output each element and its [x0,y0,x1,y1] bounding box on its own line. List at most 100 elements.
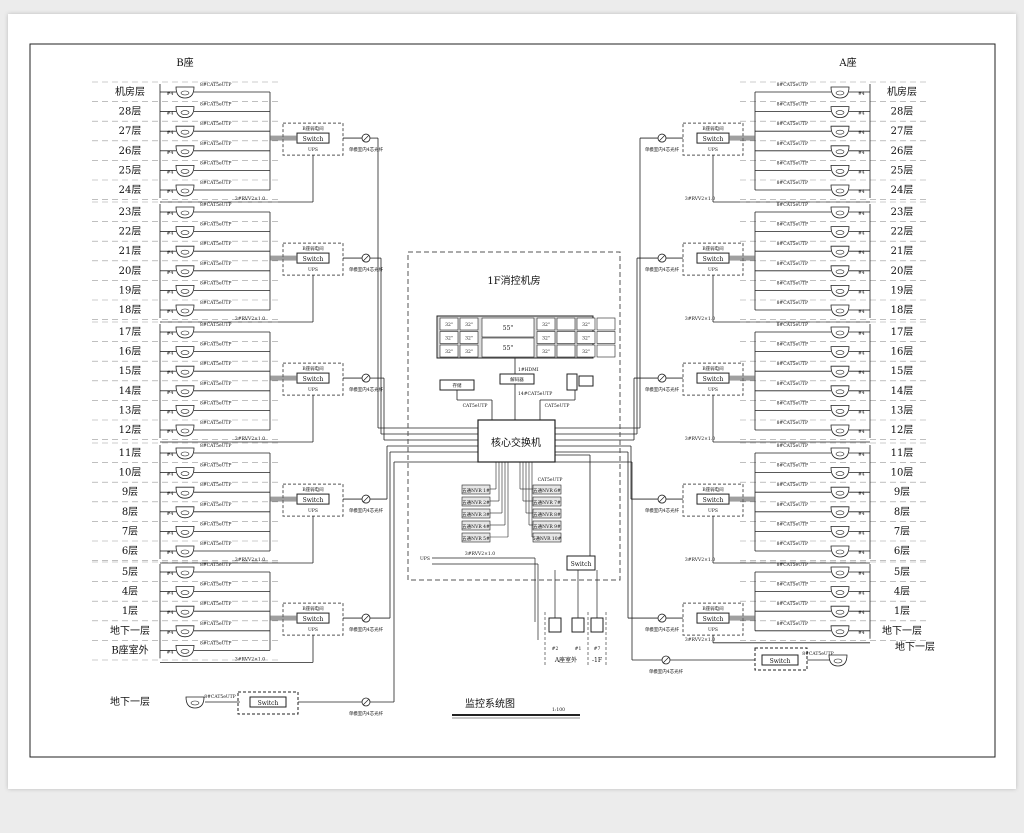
nvr-label: 五通NVR 9# [533,523,561,530]
camera-cable-label: 8#CAT5eUTP [777,541,808,547]
camera-cable-label: 8#CAT5eUTP [200,141,231,147]
dome-camera-icon [175,125,195,138]
floor-label: 21层 [119,245,142,257]
nvr-box [532,520,562,531]
floor-label: 19层 [119,284,142,296]
camera-id: #4 [167,289,174,295]
cabinet-label: B座弱电间 [302,605,324,612]
floor-label: 7层 [122,525,138,537]
floor-label: 4层 [894,586,910,598]
camera-cable-label: 8#CAT5eUTP [200,342,231,348]
dome-camera-icon [830,605,850,618]
camera-id: #4 [858,250,865,256]
building-b-title: B座 [176,56,193,69]
camera-id: #4 [167,530,174,536]
camera-cable-label: 8#CAT5eUTP [777,300,808,306]
camera-lens-icon [835,110,845,115]
switch-box [761,654,799,666]
camera-id: #4 [858,390,865,396]
camera-lens-icon [835,471,845,476]
dome-camera-icon [175,285,195,297]
floor-label: 26层 [119,145,142,157]
camera-id: #4 [167,331,174,337]
camera-lens-icon [180,210,190,216]
camera-id: #4 [858,630,865,636]
switch-label: Switch [703,376,724,383]
floor-label: 24层 [119,184,142,196]
outdoor-1f-label: -1F [592,657,602,664]
camera-lens-icon [835,90,845,96]
camera-id: #4 [167,649,174,655]
floor-label: 22层 [119,226,142,238]
camera-id: #4 [858,429,865,435]
drawing-border [29,43,996,758]
camera-id: #4 [858,189,865,195]
switch-label: Switch [571,561,592,568]
monitor-32in [439,344,459,358]
floor-label: 机房层 [115,85,145,98]
cabinet-label: B座弱电间 [702,605,724,612]
nvr-box [461,484,491,495]
dome-camera-icon [175,424,195,437]
nvr-label: 5通NVR 10# [533,535,562,542]
nvr-box [532,532,562,543]
camera-id: #4 [858,289,865,295]
cabinet-label: B座弱电间 [302,365,324,372]
camera-cable-label: 8#CAT5eUTP [777,482,808,488]
fiber-label: 单模室内4芯光纤 [645,266,680,273]
floor-label: 6层 [122,545,138,557]
camera-lens-icon [835,590,845,595]
dome-camera-icon [175,566,195,579]
dome-camera-icon [175,106,195,119]
dome-camera-icon [175,184,195,197]
floor-label: 16层 [891,346,914,358]
cam-box-icon [571,617,585,633]
fiber-label: 单模室内4芯光纤 [349,146,384,153]
monitor-size: 32" [465,322,473,328]
camera-id: #4 [167,571,174,577]
monitor-size: 32" [582,322,590,328]
power-label: 3#RVV2×1.0 [685,637,715,643]
dome-camera-icon [175,486,195,499]
camera-id: #4 [167,231,174,237]
dome-camera-icon [175,86,195,99]
power-label: 3#RVV2×1.0 [685,316,715,322]
box-camera-icon [828,654,848,667]
monitor-size: 32" [582,336,590,342]
cabinet-ups-label: UPS [308,267,318,273]
floor-label: 14层 [119,385,142,397]
camera-lens-icon [180,269,190,275]
camera-lens-icon [180,428,190,434]
camera-id: #4 [167,111,174,117]
camera-cable-label: 8#CAT5eUTP [200,300,231,306]
floor-label: 9层 [894,486,910,498]
floor-label: 24层 [891,184,914,196]
camera-cable-label: 8#CAT5eUTP [777,502,808,508]
camera-id: #4 [167,511,174,517]
camera-id: #4 [167,452,174,458]
floor-label: 15层 [891,365,914,377]
camera-cable-label: 8#CAT5eUTP [200,640,231,646]
switch-box [249,696,287,708]
fiber-slash [658,374,666,382]
camera-lens-icon [835,609,845,615]
cabinet-label: B座弱电间 [302,125,324,132]
dome-camera-icon [830,405,850,417]
nvr-label: 五通NVR 3# [462,511,490,518]
dome-camera-icon [830,106,850,119]
camera-lens-icon [835,629,845,635]
fiber-label: 单模室内4芯光纤 [349,386,384,393]
camera-lens-icon [835,510,845,516]
dome-camera-icon [175,206,195,219]
monitor-32in [556,317,576,331]
switch-label: Switch [303,616,324,623]
decoder-box [499,373,535,385]
dome-camera-icon [830,285,850,297]
camera-lens-icon [180,230,190,235]
decoder-label: 解码器 [510,376,524,383]
cabinet-label: B座弱电间 [302,486,324,493]
dome-camera-icon [830,346,850,359]
camera-lens-icon [180,149,190,155]
camera-id: #4 [858,331,865,337]
nvr-box [532,496,562,507]
